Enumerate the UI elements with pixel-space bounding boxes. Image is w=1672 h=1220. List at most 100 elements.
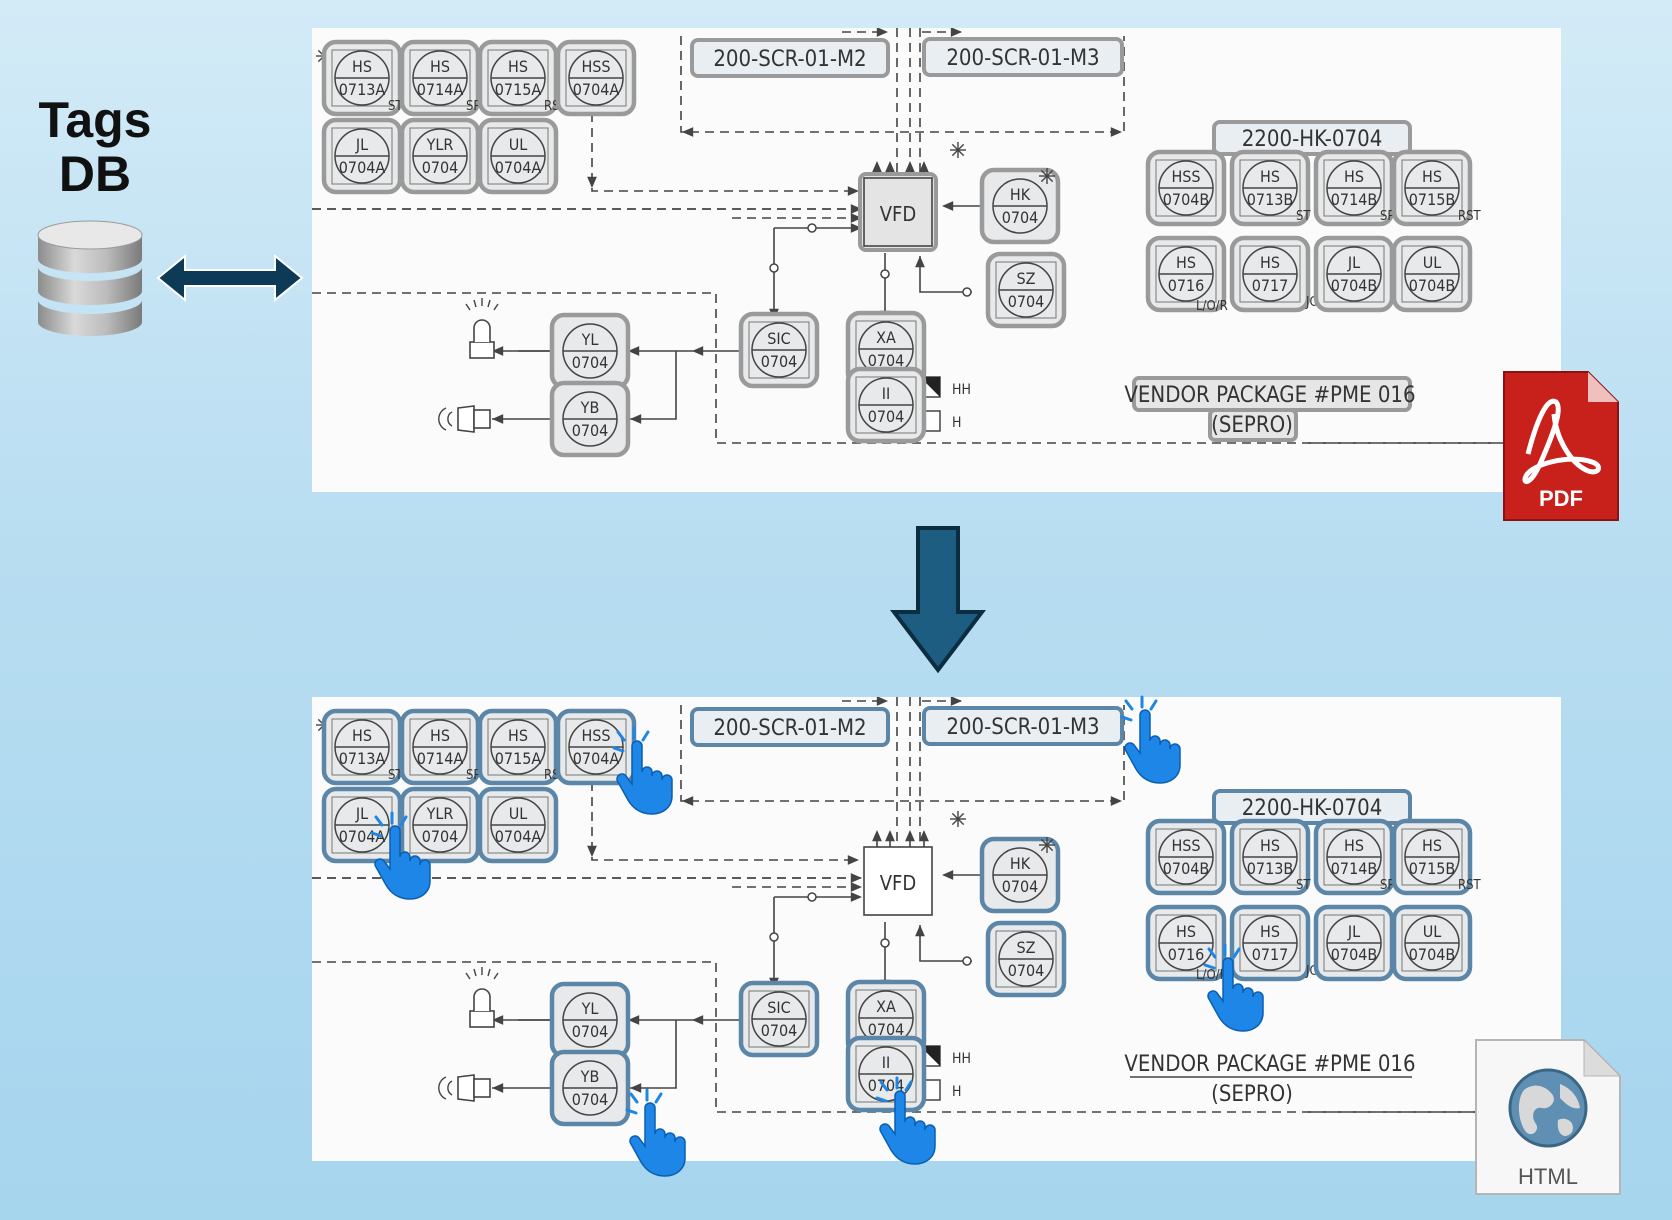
instrument-function: YB xyxy=(580,398,600,417)
instrument-number: 0714B xyxy=(1331,859,1378,878)
arrowhead xyxy=(876,697,888,706)
connector-line xyxy=(919,256,972,293)
instrument-function: SIC xyxy=(767,998,790,1017)
tag-box[interactable]: 2200-HK-0704 xyxy=(1212,120,1412,156)
instrument-number: 0704B xyxy=(1163,190,1210,209)
instrument-function: II xyxy=(882,1053,890,1072)
tag-box[interactable]: 200-SCR-01-M2 xyxy=(690,707,890,747)
tag-label: 200-SCR-01-M3 xyxy=(946,46,1099,71)
tag-label: 200-SCR-01-M2 xyxy=(713,47,866,72)
arrowhead xyxy=(587,176,597,188)
alarm-hh-label: HH xyxy=(952,1051,971,1067)
arrowhead xyxy=(915,925,925,937)
hand-pointer-icon xyxy=(370,811,431,900)
instrument-function: JL xyxy=(355,804,368,823)
tag-box[interactable]: 2200-HK-0704 xyxy=(1212,789,1412,825)
instrument-function: SZ xyxy=(1017,269,1036,288)
signal-line xyxy=(680,36,1125,133)
instrument-function: HS xyxy=(1260,167,1280,186)
arrowhead xyxy=(1110,127,1122,137)
instrument-suffix: L/O/R xyxy=(1196,299,1228,314)
vendor-package-note[interactable]: VENDOR PACKAGE #PME 016(SEPRO) xyxy=(1124,376,1416,442)
instrument-function: HS xyxy=(1422,836,1442,855)
instrument-number: 0713A xyxy=(339,749,386,768)
instrument-bubble[interactable]: YB 0704 xyxy=(549,380,631,458)
instrument-function: UL xyxy=(1423,253,1442,272)
instrument-function: HS xyxy=(1176,253,1196,272)
instrument-number: 0704 xyxy=(868,351,905,370)
asterisk-marker xyxy=(950,811,966,827)
tag-box[interactable]: 200-SCR-01-M3 xyxy=(922,37,1124,77)
arrowhead xyxy=(942,201,954,211)
instrument-function: HS xyxy=(1344,167,1364,186)
tags-db-title-line2: DB xyxy=(58,146,132,202)
junction-marker xyxy=(807,223,817,233)
instrument-bubble[interactable]: HS0717JOG xyxy=(1229,235,1328,313)
arrowhead xyxy=(682,127,694,137)
instrument-number: 0704 xyxy=(1002,208,1039,227)
tag-box[interactable]: 200-SCR-01-M3 xyxy=(922,706,1124,746)
instrument-function: HS xyxy=(508,57,528,76)
instrument-suffix: SP xyxy=(466,768,480,783)
instrument-function: JL xyxy=(355,135,368,154)
instrument-number: 0704 xyxy=(572,421,609,440)
instrument-bubble[interactable]: II 0704 xyxy=(845,1035,927,1113)
arrowhead xyxy=(872,161,882,173)
instrument-function: HSS xyxy=(1171,836,1200,855)
arrowhead xyxy=(872,830,882,842)
connector-line xyxy=(630,351,677,420)
instrument-function: HS xyxy=(1260,922,1280,941)
tag-box[interactable]: 200-SCR-01-M2 xyxy=(690,38,890,78)
instrument-function: JL xyxy=(1347,922,1360,941)
vfd-block[interactable]: VFD xyxy=(863,846,933,916)
vfd-label: VFD xyxy=(880,202,917,226)
instrument-number: 0704A xyxy=(495,827,542,846)
instrument-number: 0704 xyxy=(868,407,905,426)
vendor-line2: (SEPRO) xyxy=(1211,413,1293,438)
instrument-number: 0704 xyxy=(868,1076,905,1095)
junction-marker xyxy=(962,287,972,297)
instrument-number: 0717 xyxy=(1252,276,1289,295)
hand-pointer-icon xyxy=(625,1088,686,1177)
instrument-number: 0704 xyxy=(422,158,459,177)
instrument-function: XA xyxy=(876,328,896,347)
